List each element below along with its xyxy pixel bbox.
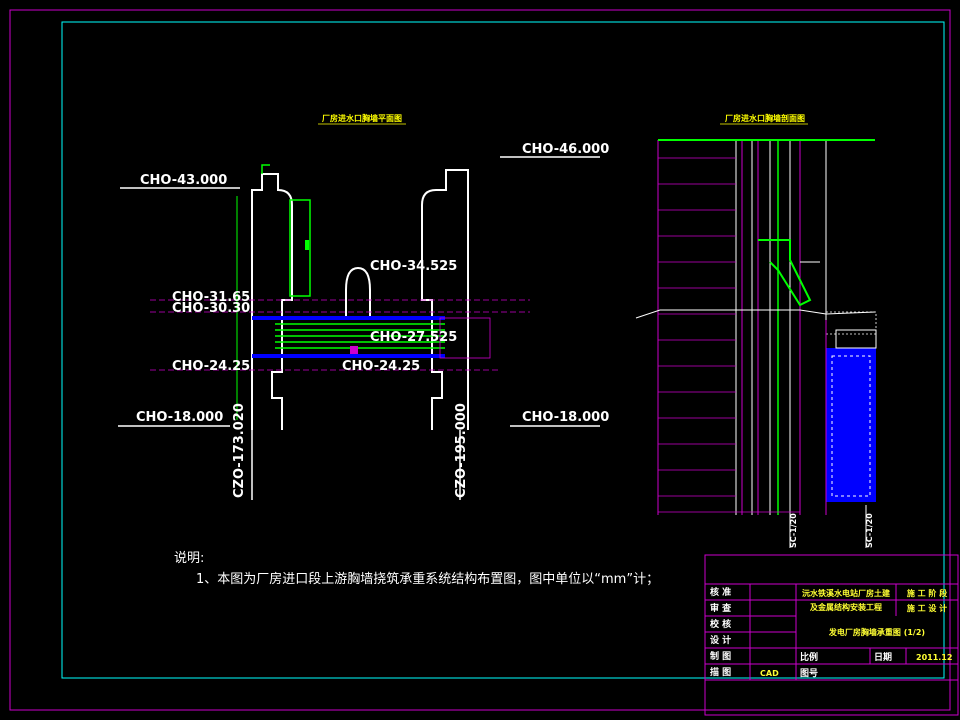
section-blue-cap (835, 329, 877, 349)
section-blue-block (826, 348, 876, 502)
plan-view: 厂房进水口胸墙平面图 CHO-43.000 CHO-46.000 (118, 113, 609, 500)
section-sc-left: SC-1/20 (789, 513, 798, 548)
tb-row-4: 制 图 (710, 650, 731, 662)
inner-frame (61, 21, 945, 679)
tb-outer (704, 554, 959, 716)
plan-title: 厂房进水口胸墙平面图 (322, 113, 402, 123)
plan-green-bracket (289, 199, 311, 297)
section-view: 厂房进水口胸墙剖面图 (635, 113, 877, 548)
tb-scale-label: 比例 (800, 651, 818, 663)
tb-drawing-no-label: 图号 (800, 668, 818, 679)
plan-central-pier (345, 266, 371, 318)
label-cho-43: CHO-43.000 (140, 173, 227, 188)
plan-green-hook (261, 164, 270, 174)
plan-dim-box (439, 317, 491, 359)
label-cho-27: CHO-27.525 (370, 330, 457, 345)
label-cho-46: CHO-46.000 (522, 142, 609, 157)
tb-cad: CAD (760, 669, 779, 678)
section-level-ticks (658, 157, 800, 513)
tb-row-5: 描 图 (710, 666, 731, 678)
outer-frame (9, 9, 951, 711)
title-block: 核 准 审 查 校 核 设 计 制 图 描 图 沅水铁溪水电站厂房土建 及金属结… (704, 554, 959, 716)
tb-row-1: 审 查 (710, 602, 732, 614)
label-cho-18-right: CHO-18.000 (522, 410, 609, 425)
tb-drawing-name: 发电厂房胸墙承重图 (1/2) (828, 627, 925, 637)
plan-green-mark (305, 240, 309, 250)
section-chute (758, 239, 812, 307)
tb-row-3: 设 计 (710, 634, 731, 646)
plan-left-wall (251, 173, 293, 430)
tb-discipline: 施 工 设 计 (907, 603, 947, 613)
tb-date-value: 2011.12 (916, 653, 952, 662)
label-czo-left: CZO-173.020 (232, 403, 247, 498)
section-title: 厂房进水口胸墙剖面图 (725, 113, 805, 123)
tb-project-line-1: 沅水铁溪水电站厂房土建 (802, 588, 891, 598)
label-cho-31: CHO-31.65 (172, 290, 250, 305)
plan-anchor (350, 346, 358, 354)
tb-row-2: 校 核 (710, 618, 731, 630)
section-sc-right: SC-1/20 (865, 513, 874, 548)
section-ground-line (635, 309, 876, 319)
tb-row-0: 核 准 (710, 586, 731, 598)
label-cho-18-left: CHO-18.000 (136, 410, 223, 425)
plan-right-wall (421, 169, 469, 430)
tb-stage: 施 工 阶 段 (907, 588, 947, 598)
notes-line-1: 1、本图为厂房进口段上游胸墙挠筑承重系统结构布置图，图中单位以“mm”计； (196, 571, 659, 587)
section-rockfill (825, 311, 877, 335)
section-blue-grid (831, 355, 871, 497)
label-cho-30: CHO-30.30 (172, 301, 250, 316)
label-czo-right: CZO-195.000 (454, 403, 469, 498)
label-cho-24-left: CHO-24.25 (172, 359, 250, 374)
tb-date-label: 日期 (874, 651, 892, 663)
label-cho-24-mid: CHO-24.25 (342, 359, 420, 374)
notes-heading: 说明: (174, 551, 204, 566)
label-cho-34: CHO-34.525 (370, 259, 457, 274)
tb-project-line-2: 及金属结构安装工程 (810, 602, 882, 612)
